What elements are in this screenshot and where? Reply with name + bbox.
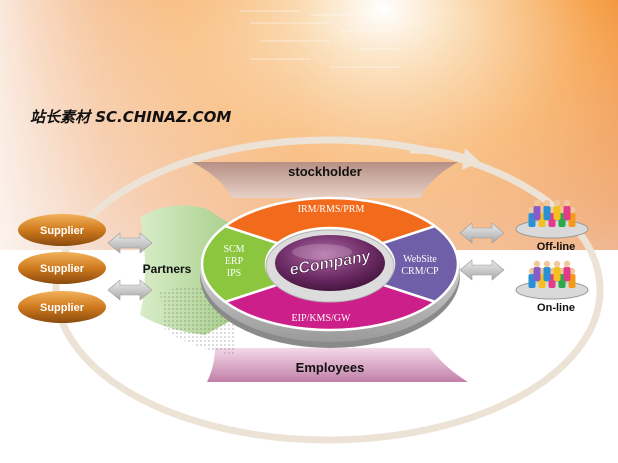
hub-highlight <box>292 244 352 260</box>
person-body <box>563 206 571 220</box>
supplier-3: Supplier <box>18 291 106 323</box>
partners-label: Partners <box>143 262 192 276</box>
person-head <box>553 199 561 207</box>
person-head <box>543 260 551 268</box>
right-arrow-1 <box>459 222 505 244</box>
left-arrow-1 <box>107 232 153 254</box>
supplier-1: Supplier <box>18 214 106 246</box>
person-head <box>563 199 571 207</box>
person-body <box>553 267 561 281</box>
hub <box>275 235 385 291</box>
segment-left-label-3: IPS <box>227 268 241 279</box>
stockholder-label: stockholder <box>288 164 362 179</box>
orbit-arrowhead <box>462 148 480 170</box>
segment-left-label-1: SCM <box>223 244 244 255</box>
supplier-label-3: Supplier <box>40 302 85 314</box>
segment-right <box>379 224 460 304</box>
supplier-label-1: Supplier <box>40 225 85 237</box>
person-body <box>553 206 561 220</box>
person-head <box>553 260 561 268</box>
supplier-label-2: Supplier <box>40 263 85 275</box>
right-arrows <box>459 222 505 281</box>
online-label: On-line <box>537 302 575 314</box>
online-customers <box>515 260 589 300</box>
person-head <box>533 260 541 268</box>
offline-customers <box>515 199 589 239</box>
person-body <box>543 267 551 281</box>
offline-label: Off-line <box>537 241 576 253</box>
segment-right-label-1: WebSite <box>403 254 437 265</box>
segment-bottom-label: EIP/KMS/GW <box>292 313 351 324</box>
person-head <box>563 260 571 268</box>
stockholder-band <box>192 162 458 198</box>
employees-label: Employees <box>296 360 365 375</box>
segment-right-label-2: CRM/CP <box>401 266 439 277</box>
watermark-text: 站长素材 SC.CHINAZ.COM <box>30 108 231 126</box>
supplier-2: Supplier <box>18 252 106 284</box>
left-arrows <box>107 232 153 301</box>
right-arrow-2 <box>459 259 505 281</box>
orbit-ring <box>52 136 604 444</box>
code-texture <box>240 10 400 68</box>
segment-top <box>222 196 438 245</box>
person-body <box>533 206 541 220</box>
person-body <box>533 267 541 281</box>
ring-segments <box>200 196 460 332</box>
person-body <box>563 267 571 281</box>
segment-top-label: IRM/RMS/PRM <box>298 204 365 215</box>
segment-left-label-2: ERP <box>225 256 244 267</box>
employees-band <box>207 348 468 382</box>
person-head <box>543 199 551 207</box>
person-head <box>533 199 541 207</box>
left-arrow-2 <box>107 279 153 301</box>
person-body <box>543 206 551 220</box>
